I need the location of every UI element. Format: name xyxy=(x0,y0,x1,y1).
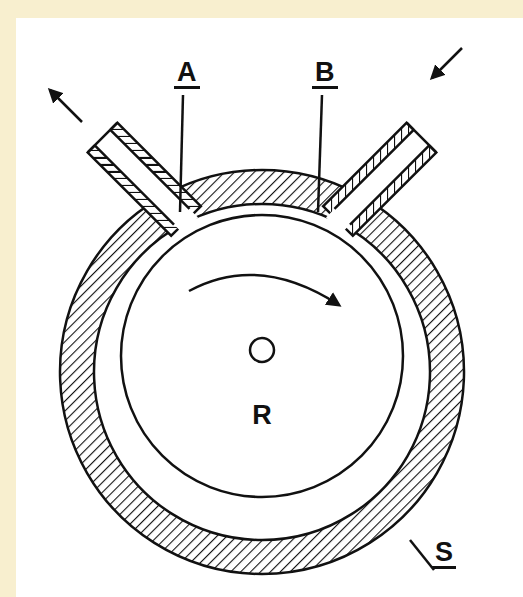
rotor-label: R xyxy=(252,401,272,429)
rotor-outline xyxy=(119,213,405,499)
part-label: S xyxy=(432,538,456,569)
part-label: A xyxy=(174,58,200,89)
rotor: R xyxy=(119,213,405,499)
part-label: B xyxy=(312,58,338,89)
